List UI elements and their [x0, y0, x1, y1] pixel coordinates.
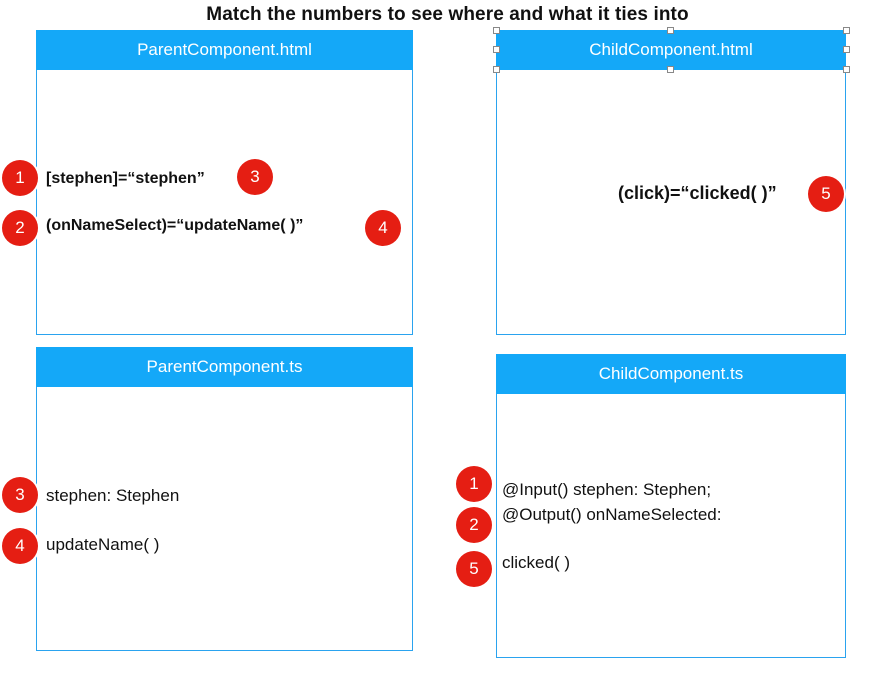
code-line-clicked-method: clicked( ): [502, 553, 571, 572]
number-badge-3: 3: [237, 159, 273, 195]
panel-header: ParentComponent.html: [36, 30, 413, 70]
selection-handle[interactable]: [493, 66, 500, 73]
selection-handle[interactable]: [843, 27, 850, 34]
number-badge-4: 4: [2, 528, 38, 564]
selection-handle[interactable]: [493, 46, 500, 53]
code-line-stephen-property: stephen: Stephen: [46, 486, 180, 505]
number-badge-3: 3: [2, 477, 38, 513]
panel-parent-component-ts: ParentComponent.ts: [36, 347, 413, 651]
panel-child-component-html: ChildComponent.html: [496, 30, 846, 335]
selection-handle[interactable]: [493, 27, 500, 34]
code-line-input-decorator: @Input() stephen: Stephen;: [502, 480, 712, 499]
number-badge-2: 2: [456, 507, 492, 543]
panel-header: ChildComponent.ts: [496, 354, 846, 394]
code-line-stephen-binding: [stephen]=“stephen”: [46, 170, 205, 187]
panel-child-component-ts: ChildComponent.ts: [496, 354, 846, 658]
number-badge-4: 4: [365, 210, 401, 246]
number-badge-1: 1: [456, 466, 492, 502]
code-line-updatename-method: updateName( ): [46, 535, 160, 554]
selection-handle[interactable]: [667, 66, 674, 73]
code-line-onnameselect-binding: (onNameSelect)=“updateName( )”: [46, 217, 304, 234]
selection-handle[interactable]: [667, 27, 674, 34]
code-line-click-binding: (click)=“clicked( )”: [618, 183, 777, 203]
panel-parent-component-html: ParentComponent.html: [36, 30, 413, 335]
panel-header: ParentComponent.ts: [36, 347, 413, 387]
number-badge-5: 5: [456, 551, 492, 587]
selection-handle[interactable]: [843, 46, 850, 53]
diagram-title: Match the numbers to see where and what …: [206, 4, 689, 25]
number-badge-5: 5: [808, 176, 844, 212]
number-badge-2: 2: [2, 210, 38, 246]
code-line-output-decorator: @Output() onNameSelected:: [502, 505, 722, 524]
panel-header: ChildComponent.html: [496, 30, 846, 70]
selection-handle[interactable]: [843, 66, 850, 73]
number-badge-1: 1: [2, 160, 38, 196]
